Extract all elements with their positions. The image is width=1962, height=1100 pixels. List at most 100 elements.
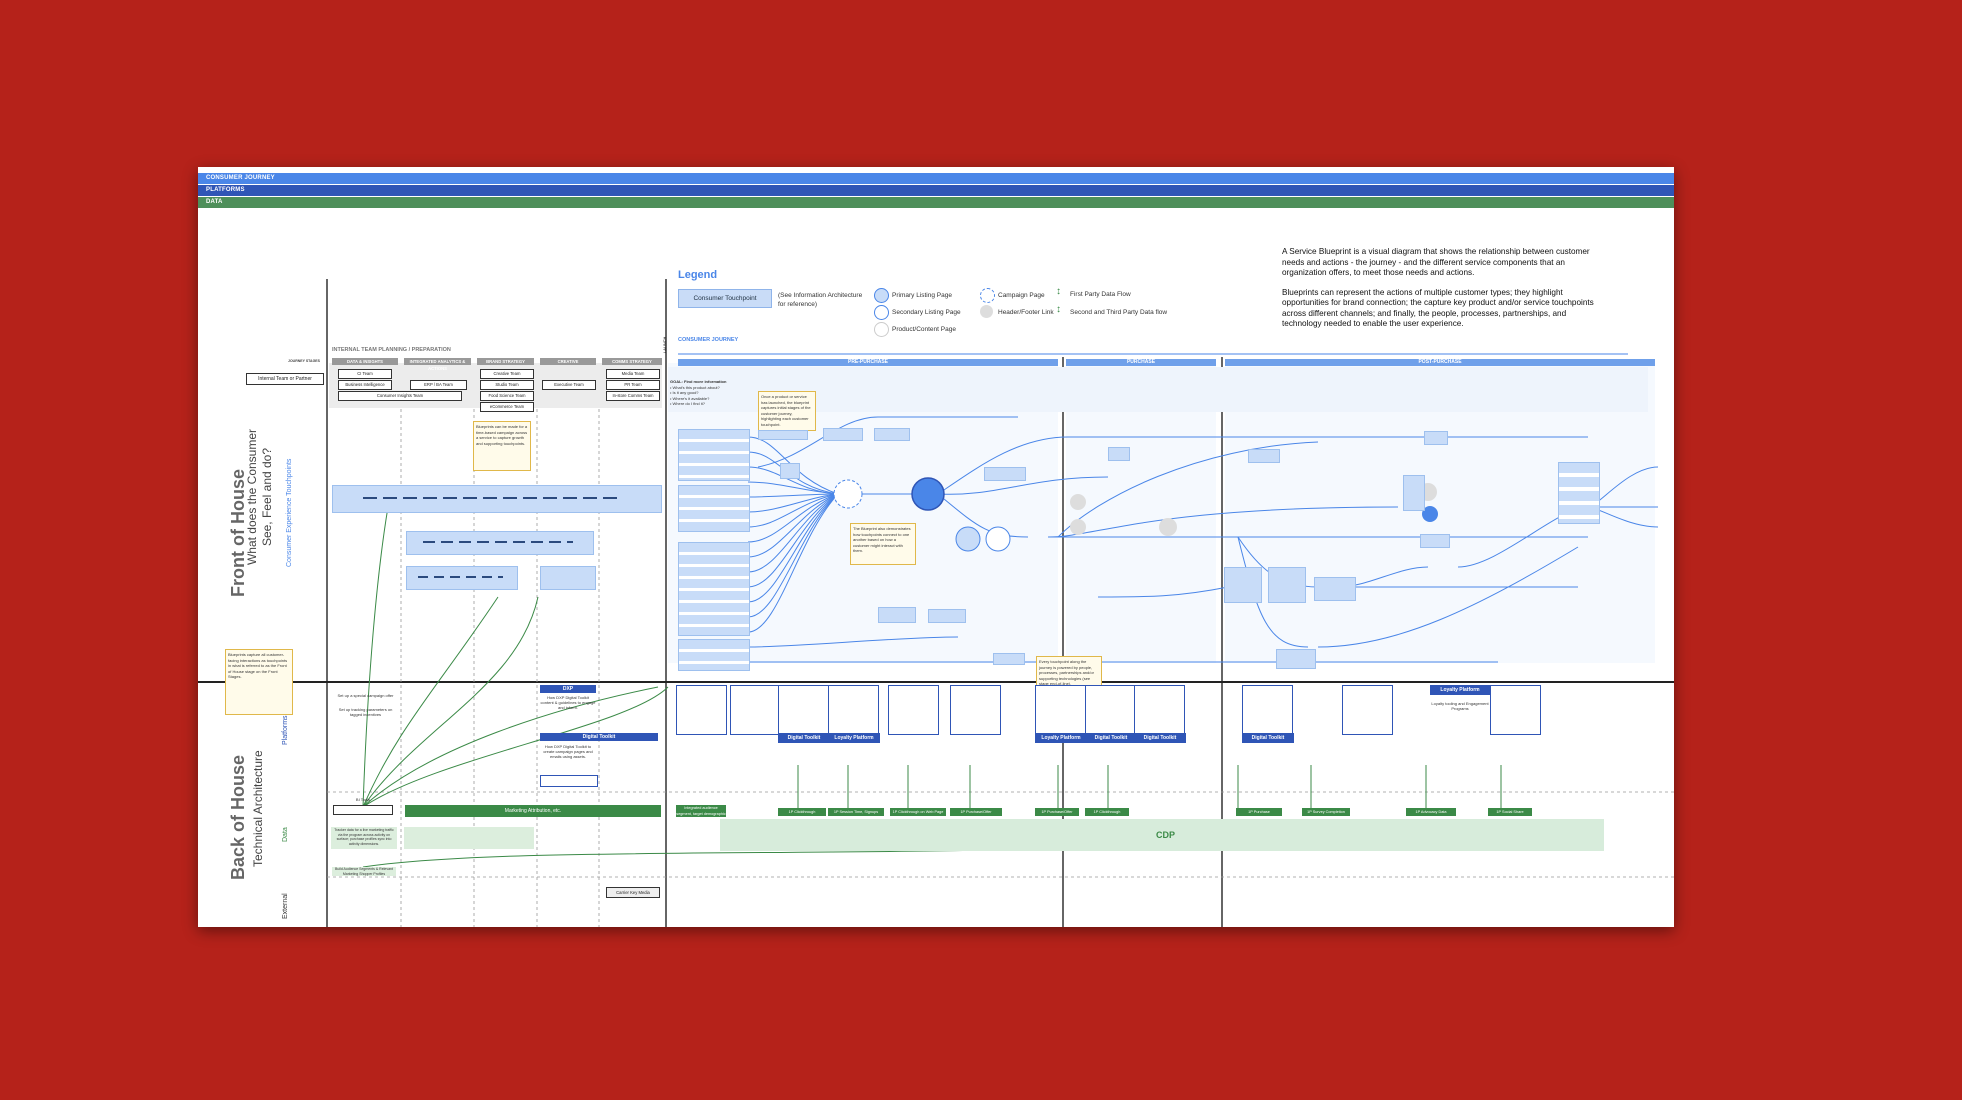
band-consumer-journey: CONSUMER JOURNEY	[198, 173, 1674, 184]
team-ecommerce: eCommerce Team	[480, 402, 534, 412]
touchpoint-i	[1314, 577, 1356, 601]
touchpoint-l	[1276, 649, 1316, 669]
campaign-page-node	[833, 479, 863, 509]
data-item-2: 1P Clickthrough	[778, 808, 826, 816]
team-bi: Business Intelligence	[338, 380, 392, 390]
touchpoint-e	[984, 467, 1026, 481]
legend-campaign-icon	[980, 288, 995, 303]
header-node-1	[1070, 494, 1086, 510]
platform-card-3	[778, 685, 829, 735]
touchpoint-o	[928, 609, 966, 623]
data-item-8: 1P Purchase	[1236, 808, 1282, 816]
stage-post-purchase: POST-PURCHASE	[1225, 359, 1655, 366]
team-consumer-insights: Consumer Insights Team	[338, 391, 462, 401]
touchpoint-list-1	[678, 429, 750, 481]
legend-first-party: First Party Data Flow	[1070, 291, 1131, 298]
touchpoint-d	[780, 463, 800, 479]
team-erp: ERP / BA Team	[410, 380, 467, 390]
data-item-6: 1P Purchase/Offer	[1035, 808, 1079, 816]
data-item-4: 1P Clickthrough on Web Page	[890, 808, 946, 816]
platform-label-2: Loyalty Platform	[828, 733, 880, 743]
note-left: Blueprints capture all customer-facing i…	[225, 649, 293, 715]
cdp-label: CDP	[1156, 830, 1176, 840]
touchpoint-m	[993, 653, 1025, 665]
toolkit-input-box	[540, 775, 598, 787]
dxp-note: How DXP Digital Toolkit content & guidel…	[540, 695, 596, 710]
note-goal: GOAL: Find more information • What's thi…	[670, 379, 727, 406]
touchpoint-g	[1108, 447, 1130, 461]
legend-first-party-icon: ↕	[1056, 286, 1061, 297]
touchpoint-c	[874, 428, 910, 441]
set-up-campaign: Set up a special campaign offer	[337, 693, 394, 698]
legend-secondary-icon	[874, 305, 889, 320]
data-item-5: 1P Purchase/Offer	[950, 808, 1002, 816]
touchpoint-j	[1558, 462, 1600, 524]
internal-planning-header: INTERNAL TEAM PLANNING / PREPARATION	[332, 347, 451, 353]
legend-primary: Primary Listing Page	[892, 292, 952, 299]
build-audiences: Build Audience Segments & Relevant Marke…	[332, 867, 396, 876]
legend-header: Header/Footer Link	[998, 309, 1054, 316]
data-item-9: 1P Survey Completion	[1302, 808, 1350, 816]
touchpoint-list-3	[678, 542, 750, 636]
team-header-data: DATA & INSIGHTS	[332, 358, 398, 365]
note-brand: Blueprints can be made for a time-based …	[473, 421, 531, 471]
touchpoint-q	[1424, 431, 1448, 445]
legend-third-party-icon: ↕	[1056, 304, 1061, 315]
dxp-label: DXP	[540, 685, 596, 693]
loyalty-note: Loyalty tooling and Engagement Programs	[1431, 701, 1489, 711]
touchpoints-label: Consumer Experience Touchpoints	[286, 458, 293, 567]
team-creative: Creative Team	[480, 369, 534, 379]
platform-card-4	[828, 685, 879, 735]
planning-touchpoint-1	[332, 485, 662, 513]
platform-card-12	[1490, 685, 1541, 735]
touchpoint-f	[1248, 449, 1280, 463]
platform-card-11	[1342, 685, 1393, 735]
note-blueprint: The Blueprint also demonstrates how touc…	[850, 523, 916, 565]
band-data: DATA	[198, 197, 1674, 208]
platform-card-1	[676, 685, 727, 735]
data-item-10: 1P Advocacy Data	[1406, 808, 1456, 816]
legend-title: Legend	[678, 269, 718, 281]
data-note: Tracker data for a live marketing traffi…	[334, 828, 394, 846]
platform-card-5	[888, 685, 939, 735]
platform-label-5: Digital Toolkit	[1134, 733, 1186, 743]
legend-third-party: Second and Third Party Data flow	[1070, 309, 1168, 316]
back-of-house-title: Back of House	[228, 754, 248, 880]
external-label: External	[282, 893, 289, 919]
team-header-creative: CREATIVE	[540, 358, 596, 365]
toolkit-note: How DXP Digital Toolkit to create campai…	[543, 744, 593, 759]
loyalty-label: Loyalty Platform	[1430, 685, 1490, 695]
data-note-box	[331, 827, 397, 849]
cdp-band	[720, 819, 1604, 851]
touchpoint-h	[1268, 567, 1306, 603]
team-header-comms: COMMS STRATEGY	[602, 358, 662, 365]
platform-card-8	[1085, 685, 1136, 735]
planning-touchpoint-2	[406, 531, 594, 555]
data-item-1: Integrated audience segment, target demo…	[676, 805, 726, 817]
touchpoint-n	[878, 607, 916, 623]
note-bottom: Every touchpoint along the journey is po…	[1036, 656, 1102, 686]
data-label: Data	[282, 827, 289, 842]
back-of-house-subtitle: Technical Architecture	[251, 750, 265, 867]
platform-label-6: Digital Toolkit	[1242, 733, 1294, 743]
internal-team-partner-box: Internal Team or Partner	[246, 373, 324, 385]
secondary-node-2	[985, 526, 1011, 552]
platform-label-4: Digital Toolkit	[1085, 733, 1137, 743]
marketing-attribution: Marketing Attribution, etc.	[405, 805, 661, 817]
journey-stages-label: JOURNEY STAGES	[288, 359, 320, 363]
platform-label-1: Digital Toolkit	[778, 733, 830, 743]
platform-card-10	[1242, 685, 1293, 735]
touchpoint-k	[1403, 475, 1425, 511]
platform-label-3: Loyalty Platform	[1035, 733, 1087, 743]
team-studio: Studio Team	[480, 380, 534, 390]
touchpoint-p	[1224, 567, 1262, 603]
bi-tools-box	[333, 805, 393, 815]
primary-node-post	[1422, 506, 1438, 522]
planning-touchpoint-4	[540, 566, 596, 590]
legend-primary-icon	[874, 288, 889, 303]
legend-header-icon	[980, 305, 993, 318]
team-in-store: In-store Comms Team	[606, 391, 660, 401]
data-note-box-2	[404, 827, 534, 849]
stage-pre-purchase: PRE-PURCHASE	[678, 359, 1058, 366]
